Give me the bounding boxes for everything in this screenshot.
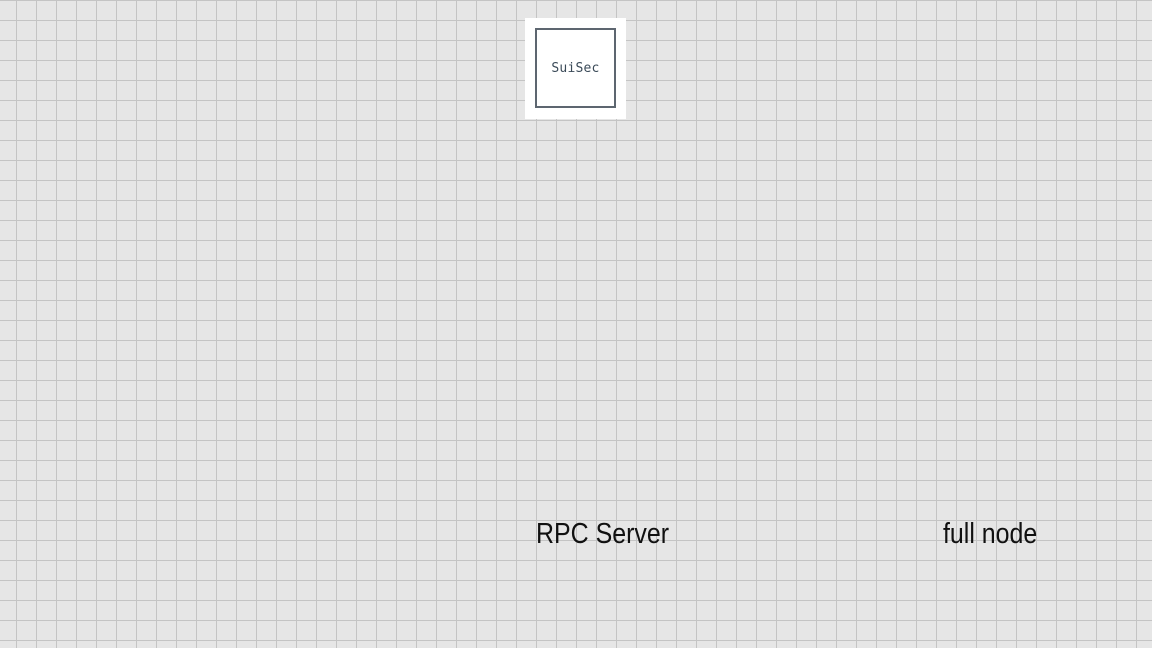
logo-frame: SuiSec — [535, 28, 616, 108]
logo-text: SuiSec — [551, 60, 600, 76]
logo-card: SuiSec — [525, 18, 626, 119]
rpc-server-label: RPC Server — [536, 518, 670, 550]
full-node-label: full node — [943, 518, 1038, 550]
